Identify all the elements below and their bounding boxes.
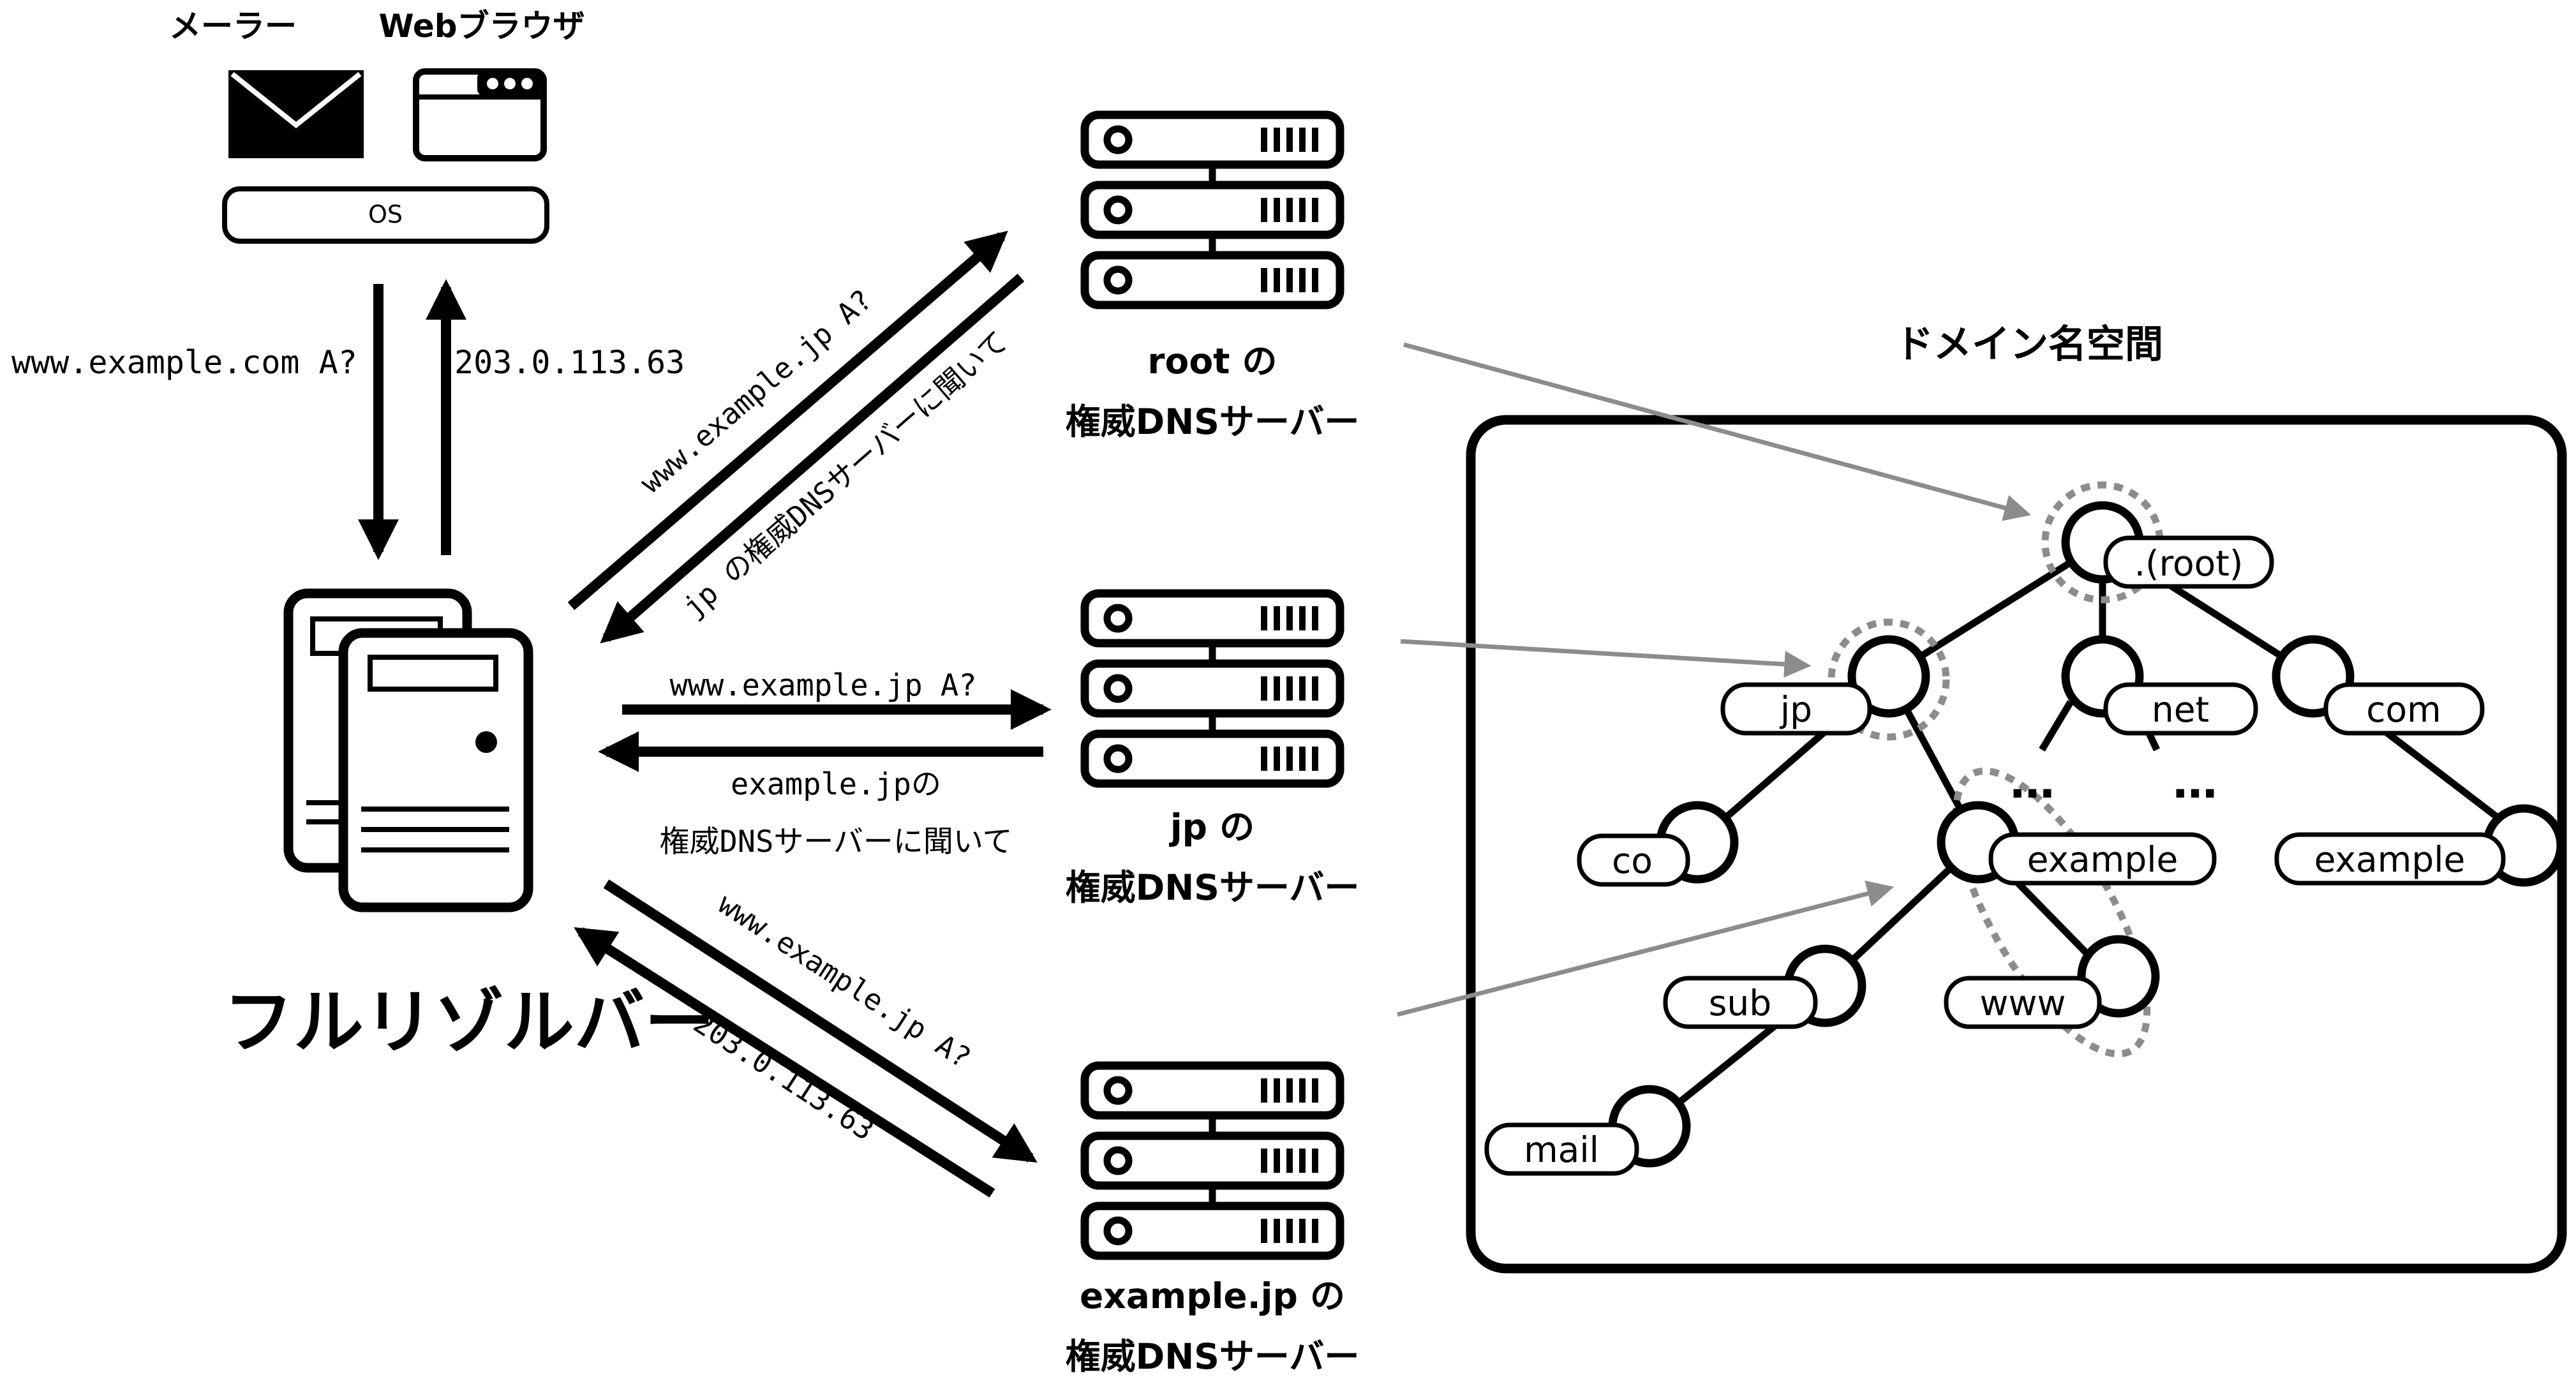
www-label-pill: www bbox=[1944, 976, 2102, 1029]
co-label: co bbox=[1612, 840, 1653, 881]
root-label: .(root) bbox=[2134, 543, 2244, 584]
client-answer-text: 203.0.113.63 bbox=[454, 344, 685, 381]
example-server-line1: example.jp の bbox=[1080, 1276, 1345, 1316]
example-jp-label-pill: example bbox=[1988, 832, 2217, 886]
jp-label-pill: jp bbox=[1720, 682, 1872, 736]
mailer-label: メーラー bbox=[169, 8, 297, 45]
jp-pointer-arrow bbox=[1400, 639, 1812, 678]
sub-label: sub bbox=[1709, 983, 1771, 1023]
namespace-title: ドメイン名空間 bbox=[1895, 322, 2163, 367]
jp-reply-text-1: example.jpの bbox=[731, 767, 941, 802]
jp-server-line1: jp の bbox=[1169, 807, 1254, 847]
jp-query-text: www.example.jp A? bbox=[669, 668, 976, 703]
os-label: OS bbox=[368, 200, 403, 228]
jp-server-line2: 権威DNSサーバー bbox=[1066, 867, 1360, 908]
net-label-pill: net bbox=[2103, 682, 2258, 736]
root-label-pill: .(root) bbox=[2103, 535, 2274, 589]
example-server-line2: 権威DNSサーバー bbox=[1066, 1336, 1360, 1377]
www-label: www bbox=[1980, 983, 2066, 1023]
co-label-pill: co bbox=[1577, 833, 1690, 887]
browser-window-icon bbox=[413, 68, 547, 161]
net-label: net bbox=[2152, 689, 2209, 730]
root-pointer-arrow bbox=[1403, 342, 2032, 521]
os-box: OS bbox=[222, 186, 549, 244]
full-resolver-icon bbox=[283, 588, 533, 912]
mail-label-pill: mail bbox=[1484, 1122, 1639, 1176]
root-server-line1: root の bbox=[1147, 341, 1277, 382]
example-query-arrow bbox=[603, 879, 1038, 1163]
ellipsis-right: … bbox=[2173, 756, 2217, 808]
full-resolver-label: フルリゾルバー bbox=[223, 981, 715, 1063]
mail-label: mail bbox=[1524, 1129, 1599, 1170]
root-query-arrow bbox=[567, 230, 1008, 611]
jp-highlight-ring bbox=[1828, 618, 1950, 741]
client-query-text: www.example.com A? bbox=[11, 344, 357, 381]
jp-node bbox=[1847, 635, 1930, 718]
jp-label: jp bbox=[1780, 689, 1812, 730]
com-label-pill: com bbox=[2323, 682, 2485, 736]
example-reply-arrow bbox=[574, 927, 995, 1198]
example-jp-label: example bbox=[2027, 839, 2178, 880]
example-pointer-arrow bbox=[1397, 881, 1895, 1017]
example-com-label: example bbox=[2314, 839, 2466, 880]
example-com-label-pill: example bbox=[2274, 832, 2506, 886]
mail-icon bbox=[228, 70, 364, 158]
example-server-icon bbox=[1085, 1066, 1340, 1256]
ellipsis-left: … bbox=[2010, 756, 2055, 808]
jp-reply-text-2: 権威DNSサーバーに聞いて bbox=[659, 824, 1012, 859]
com-label: com bbox=[2366, 689, 2441, 730]
example-reply-text: 203.0.113.63 bbox=[688, 1006, 881, 1147]
jp-server-icon bbox=[1085, 593, 1340, 784]
root-server-line2: 権威DNSサーバー bbox=[1066, 401, 1360, 442]
sub-label-pill: sub bbox=[1663, 976, 1818, 1029]
browser-label: Webブラウザ bbox=[378, 8, 584, 45]
root-server-icon bbox=[1085, 115, 1340, 305]
root-reply-arrow bbox=[600, 273, 1025, 644]
